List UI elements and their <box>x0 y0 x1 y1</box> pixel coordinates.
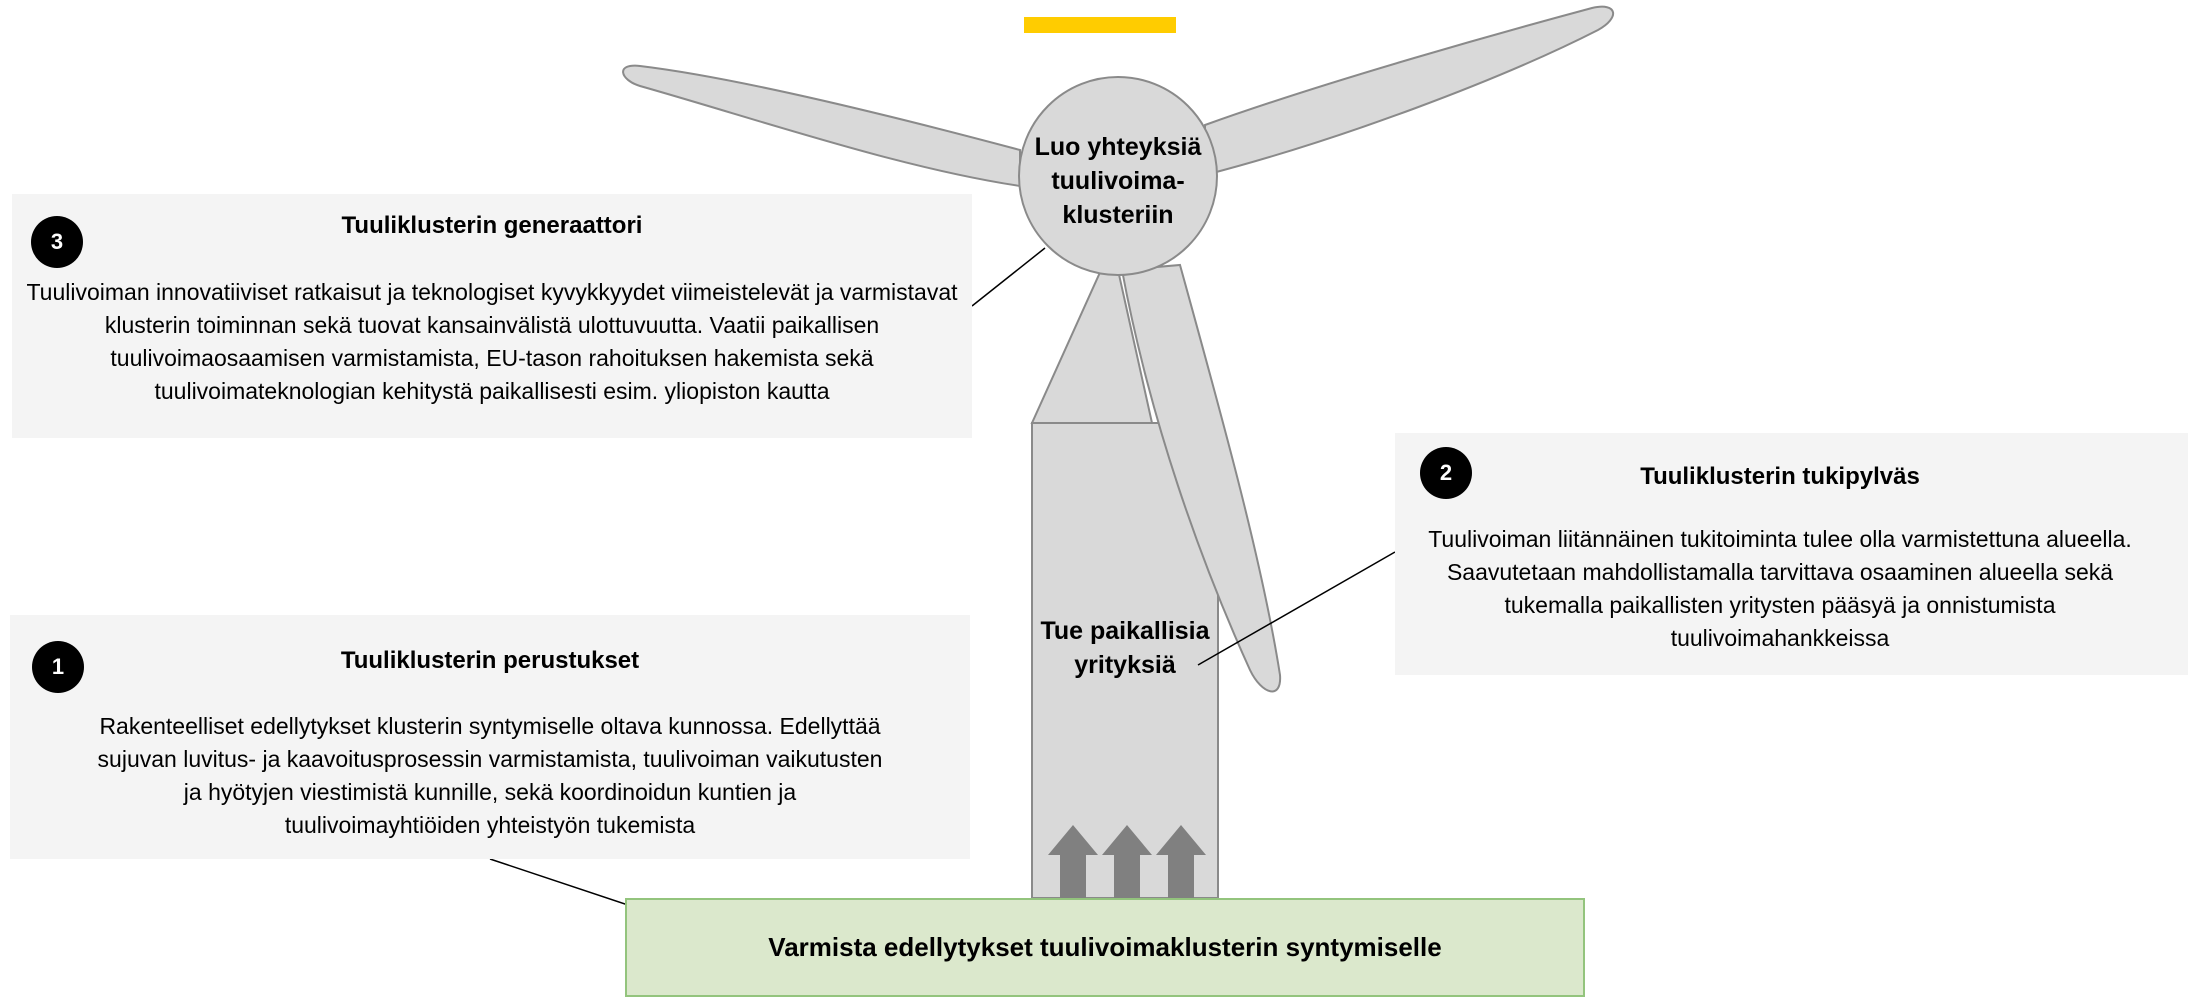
panel-title: Tuuliklusterin perustukset <box>340 647 640 674</box>
panel-body: Tuulivoiman liitännäinen tukitoiminta tu… <box>1428 526 2132 651</box>
turbine-blade-down <box>1120 263 1282 693</box>
foundation-label: Varmista edellytykset tuulivoimaklusteri… <box>768 932 1442 962</box>
foundation-bar: Varmista edellytykset tuulivoimaklusteri… <box>625 898 1585 997</box>
connector-line-2 <box>1197 551 1396 666</box>
panel-support-pillar: 2 Tuuliklusterin tukipylväs Tuulivoiman … <box>1395 433 2188 675</box>
panel-title: Tuuliklusterin generaattori <box>341 212 643 239</box>
panel-title: Tuuliklusterin tukipylväs <box>1640 463 1920 490</box>
turbine-blade-right <box>1204 5 1615 177</box>
up-arrows <box>1048 825 1206 898</box>
number-badge: 1 <box>32 641 84 693</box>
turbine-hub <box>1018 76 1218 276</box>
panel-foundations: 1 Tuuliklusterin perustukset Rakenteelli… <box>10 615 970 859</box>
turbine-blade-left <box>622 64 1021 188</box>
number-badge: 2 <box>1420 447 1472 499</box>
number-badge: 3 <box>31 216 83 268</box>
up-arrow-icon <box>1048 825 1098 898</box>
panel-body: Tuulivoiman innovatiiviset ratkaisut ja … <box>26 279 958 404</box>
tower-label: Tue paikallisia yrityksiä <box>1040 617 1210 679</box>
panel-body: Rakenteelliset edellytykset klusterin sy… <box>97 713 883 838</box>
up-arrow-icon <box>1156 825 1206 898</box>
up-arrow-icon <box>1102 825 1152 898</box>
accent-bar <box>1024 17 1176 33</box>
connector-line-3 <box>971 247 1046 307</box>
panel-generator: 3 Tuuliklusterin generaattori Tuulivoima… <box>12 194 972 438</box>
hub-label: Luo yhteyksiä tuulivoima-klusteriin <box>1034 133 1202 229</box>
